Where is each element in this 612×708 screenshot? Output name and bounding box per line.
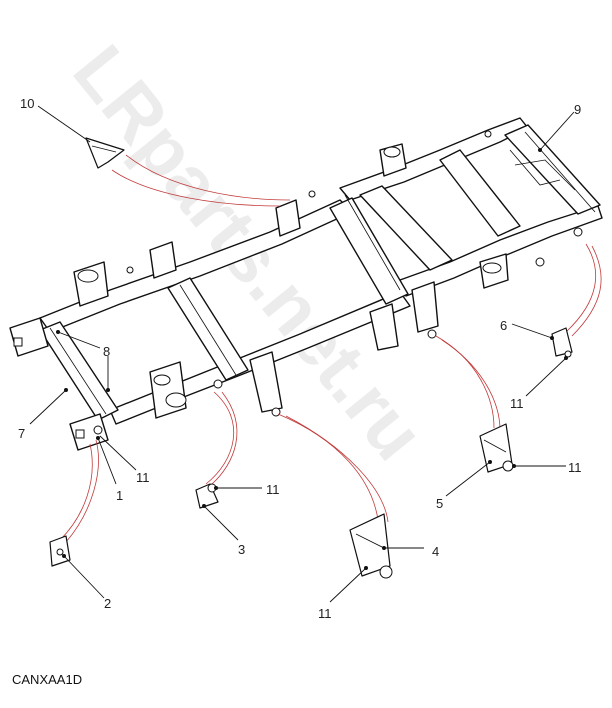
callout-11-a: 11: [136, 470, 150, 485]
leader-lines: [29, 105, 575, 603]
callout-9: 9: [574, 102, 581, 117]
callout-6: 6: [500, 318, 507, 333]
callout-11-e: 11: [510, 396, 524, 411]
part-4-bracket: [349, 513, 393, 579]
part-2-bracket: [49, 535, 71, 567]
part-10-bracket: [85, 137, 125, 169]
callout-3: 3: [238, 542, 245, 557]
callout-5: 5: [436, 496, 443, 511]
part-6-bracket: [551, 327, 573, 358]
callout-2: 2: [104, 596, 111, 611]
callout-11-c: 11: [318, 606, 332, 621]
callout-10: 10: [20, 96, 34, 111]
callout-7: 7: [18, 426, 25, 441]
diagram-code: CANXAA1D: [12, 672, 83, 687]
chassis-frame: [9, 117, 603, 451]
callout-labels: 10 9 8 7 1 11 2 11 3 4 11 5 11 6 11: [18, 96, 582, 621]
callout-11-b: 11: [266, 482, 280, 497]
explosion-lines: [59, 154, 602, 543]
part-5-bracket: [479, 423, 514, 473]
callout-1: 1: [116, 488, 123, 503]
callout-8: 8: [103, 344, 110, 359]
callout-4: 4: [432, 544, 439, 559]
callout-11-d: 11: [568, 460, 582, 475]
